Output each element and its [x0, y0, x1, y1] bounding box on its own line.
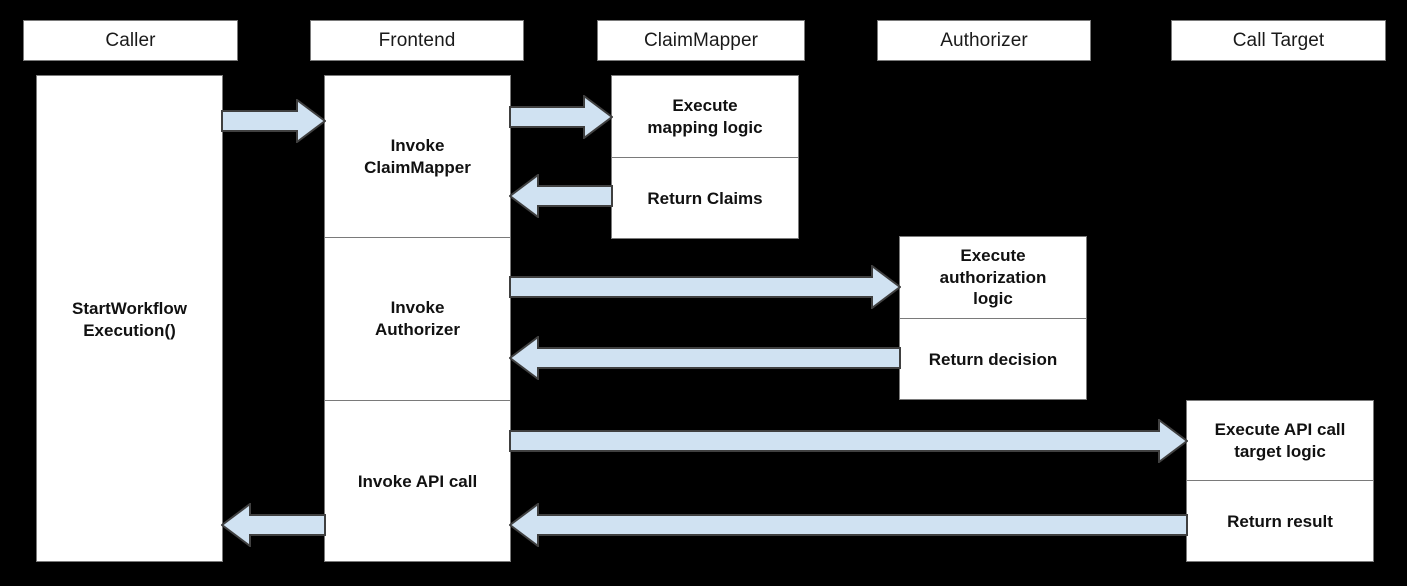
lifeline-frontend: Invoke ClaimMapper Invoke Authorizer Inv… — [324, 75, 511, 562]
participant-header-frontend[interactable]: Frontend — [310, 20, 524, 61]
message-arrow-calltarget-to-frontend[interactable] — [509, 503, 1188, 547]
message-arrow-claimmapper-to-frontend[interactable] — [509, 174, 613, 218]
lifeline-calltarget: Execute API call target logic Return res… — [1186, 400, 1374, 562]
participant-header-authorizer-label: Authorizer — [940, 29, 1028, 51]
lifeline-authorizer: Execute authorization logic Return decis… — [899, 236, 1087, 400]
lifeline-claimmapper: Execute mapping logic Return Claims — [611, 75, 799, 239]
message-arrow-frontend-to-authorizer[interactable] — [509, 265, 901, 309]
lifeline-frontend-segment-invoke-api-call[interactable]: Invoke API call — [357, 472, 478, 492]
lifeline-claimmapper-segment-return-claims[interactable]: Return Claims — [647, 189, 763, 209]
message-arrow-frontend-to-caller[interactable] — [221, 503, 326, 547]
message-arrow-caller-to-frontend[interactable] — [221, 99, 326, 143]
lifeline-frontend-segment-invoke-claimmapper[interactable]: Invoke ClaimMapper — [325, 76, 510, 238]
message-arrow-frontend-to-claimmapper[interactable] — [509, 95, 613, 139]
participant-header-calltarget[interactable]: Call Target — [1171, 20, 1386, 61]
lifeline-authorizer-segment-return-decision[interactable]: Return decision — [928, 350, 1058, 370]
lifeline-authorizer-segment-execute-authorization-logic[interactable]: Execute authorization logic — [900, 237, 1086, 319]
lifeline-calltarget-segment-execute-api-call-target-logic[interactable]: Execute API call target logic — [1187, 401, 1373, 481]
participant-header-caller-label: Caller — [105, 29, 156, 51]
lifeline-frontend-segment-invoke-authorizer[interactable]: Invoke Authorizer — [325, 238, 510, 401]
participant-header-claimmapper-label: ClaimMapper — [643, 29, 759, 51]
participant-header-authorizer[interactable]: Authorizer — [877, 20, 1091, 61]
lifeline-caller-segment-start-workflow[interactable]: StartWorkflow Execution() — [72, 298, 187, 340]
participant-header-claimmapper[interactable]: ClaimMapper — [597, 20, 805, 61]
message-arrow-frontend-to-calltarget[interactable] — [509, 419, 1188, 463]
message-arrow-authorizer-to-frontend[interactable] — [509, 336, 901, 380]
lifeline-claimmapper-segment-execute-mapping-logic[interactable]: Execute mapping logic — [612, 76, 798, 158]
participant-header-caller[interactable]: Caller — [23, 20, 238, 61]
participant-header-frontend-label: Frontend — [378, 29, 456, 51]
lifeline-caller: StartWorkflow Execution() — [36, 75, 223, 562]
participant-header-calltarget-label: Call Target — [1232, 29, 1325, 51]
lifeline-calltarget-segment-return-result[interactable]: Return result — [1227, 512, 1333, 532]
